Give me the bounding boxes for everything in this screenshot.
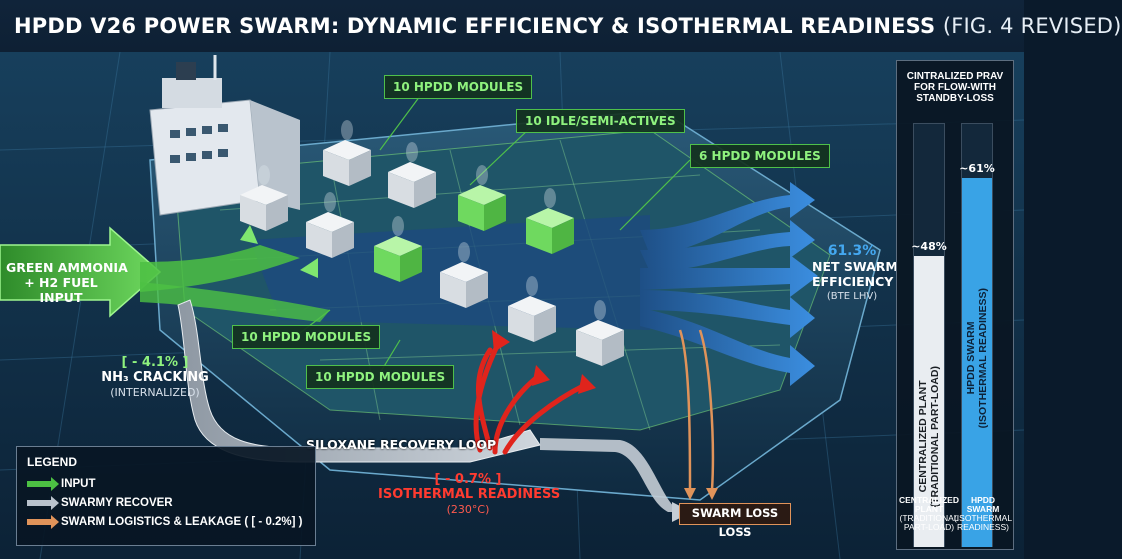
siloxane-loop-label: SILOXANE RECOVERY LOOP: [300, 437, 496, 452]
fuel-input-line3: INPUT: [39, 290, 83, 305]
hpdd-module-active: [374, 216, 422, 282]
cracking-note: (INTERNALIZED): [110, 386, 200, 399]
legend-item-input: INPUT: [27, 474, 305, 493]
footer-line: CENTRALIZED: [899, 495, 959, 505]
legend-arrow-icon: [27, 514, 59, 529]
hpdd-module: [323, 120, 371, 186]
legend-heading: LEGEND: [27, 455, 78, 469]
efficiency-value: 61.3%: [827, 243, 877, 259]
bar-centralized-value: ~48%: [911, 240, 947, 253]
tag-six-modules: 6 HPDD MODULES: [690, 144, 830, 168]
legend-item-label: SWARM LOGISTICS & LEAKAGE ( [ - 0.2%] ): [61, 515, 303, 528]
panel-heading-line3: STANDBY-LOSS: [916, 93, 994, 104]
ship-bridge: [149, 55, 300, 216]
tag-top-modules: 10 HPDD MODULES: [384, 75, 533, 99]
siloxane-loop-text: SILOXANE RECOVERY LOOP: [306, 437, 497, 452]
efficiency-line2: EFFICIENCY: [812, 274, 894, 289]
legend-item-label: INPUT: [61, 477, 96, 490]
hpdd-module: [440, 242, 488, 308]
isothermal-note: (230°C): [446, 503, 490, 516]
legend-arrow-icon: [27, 476, 59, 491]
cracking-label: [ - 4.1% ] NH₃ CRACKING (INTERNALIZED): [100, 355, 210, 400]
red-arrowheads: [492, 330, 596, 394]
hpdd-module-active: [458, 165, 506, 231]
isothermal-name: ISOTHERMAL READINESS: [378, 487, 561, 502]
page-title: HPDD V26 POWER SWARM: DYNAMIC EFFICIENCY…: [0, 0, 1121, 52]
comparison-panel: CINTRALIZED PRAV FOR FLOW-WITH STANDBY-L…: [896, 60, 1014, 550]
swarm-loss-box: SWARM LOSS LOSS: [679, 503, 791, 539]
fuel-input-line2: + H2 FUEL: [24, 275, 98, 290]
orange-leakage-flow: [678, 329, 715, 491]
footer-line: READINESS): [957, 522, 1009, 532]
efficiency-line1: NET SWARM: [812, 259, 898, 274]
bar-swarm-footer: HPDD SWARM (ISOTHERMAL READINESS): [953, 496, 1013, 532]
title-main: HPDD V26 POWER SWARM: DYNAMIC EFFICIENCY…: [14, 14, 936, 38]
isothermal-loss: [ - 0.7% ]: [434, 472, 502, 487]
title-sub: (FIG. 4 REVISED): [942, 14, 1122, 38]
cracking-name: NH₃ CRACKING: [101, 370, 209, 385]
panel-heading-line1: CINTRALIZED PRAV: [906, 71, 1004, 82]
cracking-loss: [ - 4.1% ]: [121, 355, 189, 370]
bar-centralized-vlabel-1: CENTRALIZED PLANT: [917, 380, 929, 493]
hpdd-modules: [240, 120, 624, 366]
footer-line: SWARM: [966, 504, 1000, 514]
bar-swarm-value: ~61%: [959, 162, 995, 175]
footer-line: (TRADITIONAL: [899, 513, 959, 523]
hpdd-module: [306, 192, 354, 258]
orange-arrowhead: [684, 488, 696, 500]
green-input-flow: [0, 225, 330, 322]
legend-item-label: SWARMY RECOVER: [61, 496, 173, 509]
hpdd-module: [240, 165, 288, 231]
bar-centralized-vlabel-2: (TRADITIONAL PART-LOAD): [929, 366, 941, 508]
legend: LEGEND INPUT SWARMY RECOVER SWARM LOGIST…: [16, 446, 316, 546]
hpdd-module-active: [526, 188, 574, 254]
fuel-input-label: GREEN AMMONIA + H2 FUEL INPUT: [6, 260, 128, 305]
panel-heading: CINTRALIZED PRAV FOR FLOW-WITH STANDBY-L…: [897, 61, 1013, 104]
legend-item-recovery: SWARMY RECOVER: [27, 493, 305, 512]
footer-line: PLANT: [914, 504, 944, 514]
tag-idle-modules: 10 IDLE/SEMI-ACTIVES: [516, 109, 685, 133]
bar-swarm-vlabel-2: (ISOTHERMAL READINESS): [977, 288, 989, 429]
orange-arrowhead-2: [706, 488, 718, 500]
footer-line: PART-LOAD): [903, 522, 955, 532]
hpdd-module: [576, 300, 624, 366]
bar-swarm-vlabel: HPDD SWARM (ISOTHERMAL READINESS): [965, 288, 989, 428]
bar-swarm-vlabel-1: HPDD SWARM: [965, 321, 977, 395]
panel-heading-line2: FOR FLOW-WITH: [914, 82, 996, 93]
efficiency-note: (BTE LHV): [826, 291, 878, 302]
legend-arrow-icon: [27, 495, 59, 510]
footer-line: HPDD: [970, 495, 996, 505]
isothermal-label: [ - 0.7% ] ISOTHERMAL READINESS (230°C): [378, 472, 561, 517]
footer-line: (ISOTHERMAL: [953, 513, 1013, 523]
hpdd-module: [508, 276, 556, 342]
tag-left-mid-modules: 10 HPDD MODULES: [232, 325, 381, 349]
bar-centralized: [914, 256, 944, 547]
bar-centralized-vlabel: CENTRALIZED PLANT (TRADITIONAL PART-LOAD…: [917, 366, 941, 507]
efficiency-label: 61.3% NET SWARM EFFICIENCY (BTE LHV): [812, 243, 898, 304]
legend-item-leakage: SWARM LOGISTICS & LEAKAGE ( [ - 0.2%] ): [27, 512, 305, 531]
fuel-input-line1: GREEN AMMONIA: [6, 260, 128, 275]
ship-scene: [0, 51, 1025, 559]
tag-left-low-modules: 10 HPDD MODULES: [306, 365, 455, 389]
bar-swarm: [962, 178, 992, 547]
hpdd-module: [388, 142, 436, 208]
tag-leaders: [299, 95, 691, 374]
bar-centralized-footer: CENTRALIZED PLANT (TRADITIONAL PART-LOAD…: [899, 496, 959, 532]
